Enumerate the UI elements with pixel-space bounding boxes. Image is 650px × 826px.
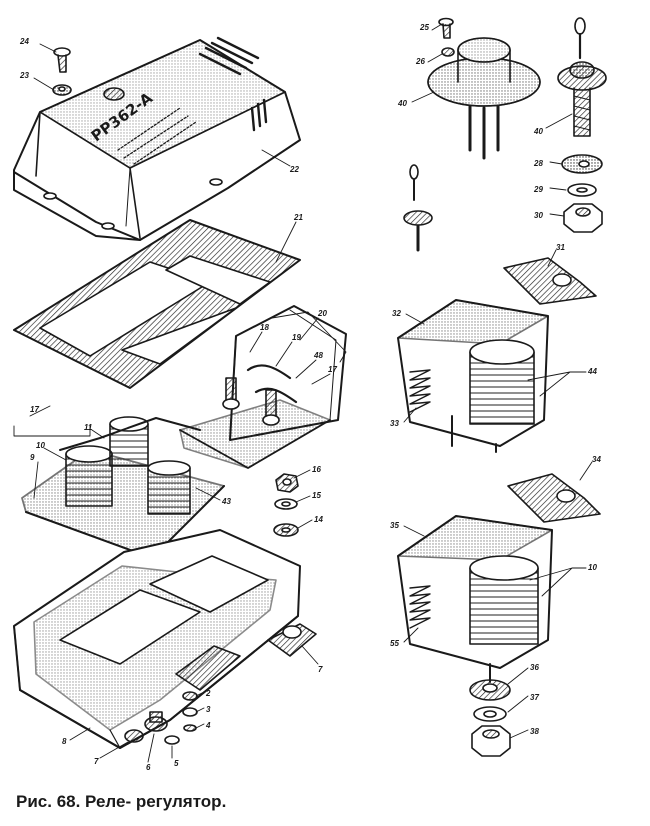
nut-30 (563, 203, 603, 233)
callout-14: 14 (314, 515, 323, 524)
screw-25 (438, 17, 454, 39)
washer-28 (561, 154, 603, 174)
figure-caption: Рис. 68. Реле- регулятор. (16, 792, 227, 811)
gasket-21 (13, 219, 301, 389)
screw-24 (53, 47, 71, 73)
callout-25: 25 (419, 23, 429, 32)
callout-16: 16 (312, 465, 321, 474)
callout-15: 15 (312, 491, 321, 500)
callout-38: 38 (530, 727, 539, 736)
callout-30: 30 (534, 211, 543, 220)
callout-10-right: 10 (588, 563, 597, 572)
callout-21: 21 (293, 213, 303, 222)
callout-18: 18 (260, 323, 269, 332)
nut-2 (182, 691, 198, 701)
callout-5: 5 (174, 759, 179, 768)
washer-5 (164, 735, 180, 745)
callout-48: 48 (313, 351, 323, 360)
terminal-stud-40 (557, 17, 607, 137)
transistor-40 (427, 37, 541, 160)
callout-10: 10 (36, 441, 45, 450)
callout-8: 8 (62, 737, 67, 746)
relay-lower (397, 473, 601, 683)
callout-19: 19 (292, 333, 301, 342)
terminal-stud (124, 729, 144, 743)
callout-28: 28 (533, 159, 543, 168)
washer-23 (52, 84, 72, 96)
callout-34: 34 (592, 455, 601, 464)
nut-36 (469, 679, 511, 701)
callout-43: 43 (221, 497, 231, 506)
callout-7-left: 7 (94, 757, 99, 766)
callout-32: 32 (392, 309, 401, 318)
callout-44: 44 (587, 367, 597, 376)
armature-31 (503, 257, 597, 305)
callout-6: 6 (146, 763, 151, 772)
callout-29: 29 (533, 185, 543, 194)
callout-26: 26 (415, 57, 425, 66)
callout-17-right: 17 (328, 365, 337, 374)
callout-36: 36 (530, 663, 539, 672)
washer-14 (273, 523, 299, 537)
resistor-terminal (222, 377, 240, 410)
relay-coil-10 (65, 445, 113, 507)
washer-37 (473, 706, 507, 722)
washer-3 (182, 707, 198, 717)
callout-3: 3 (206, 705, 211, 714)
relay-spring-55 (409, 585, 431, 629)
callout-22: 22 (289, 165, 299, 174)
callout-40-a: 40 (397, 99, 407, 108)
relay-coil (109, 416, 149, 467)
callout-33: 33 (390, 419, 399, 428)
relay-upper (397, 257, 597, 453)
callout-9: 9 (30, 453, 35, 462)
terminal-block (175, 645, 241, 691)
armature-34 (507, 473, 601, 523)
callout-17-left: 17 (30, 405, 39, 414)
washer-26 (441, 47, 455, 57)
resistor-board-20 (179, 305, 347, 469)
relay-coil (147, 460, 191, 515)
callout-31: 31 (556, 243, 565, 252)
callout-20: 20 (317, 309, 327, 318)
callout-55: 55 (390, 639, 399, 648)
callout-labels: 24 23 22 21 20 18 19 48 17 17 11 10 9 43… (19, 23, 601, 772)
nut-16 (275, 473, 299, 493)
callout-23: 23 (19, 71, 29, 80)
callout-2: 2 (205, 689, 211, 698)
callout-37: 37 (530, 693, 539, 702)
relay-coil-10b (469, 555, 539, 645)
cover-22: РР362-А (13, 36, 301, 241)
nut-38 (471, 725, 511, 757)
callout-35: 35 (390, 521, 399, 530)
washer-4 (183, 724, 197, 732)
washer-29 (567, 183, 597, 197)
terminal-stud-6 (144, 711, 168, 732)
callout-4: 4 (205, 721, 211, 730)
callout-11: 11 (84, 423, 93, 432)
callout-40-b: 40 (533, 127, 543, 136)
resistor-terminal (262, 389, 280, 426)
relay-spring-33 (409, 369, 431, 413)
callout-24: 24 (19, 37, 29, 46)
relay-coil-44 (469, 339, 535, 425)
leader-lines (13, 23, 593, 763)
base-housing-8 (13, 529, 317, 749)
diode (403, 164, 433, 252)
callout-7-right: 7 (318, 665, 323, 674)
terminal-block-7 (267, 623, 317, 657)
washer-15 (274, 498, 298, 510)
